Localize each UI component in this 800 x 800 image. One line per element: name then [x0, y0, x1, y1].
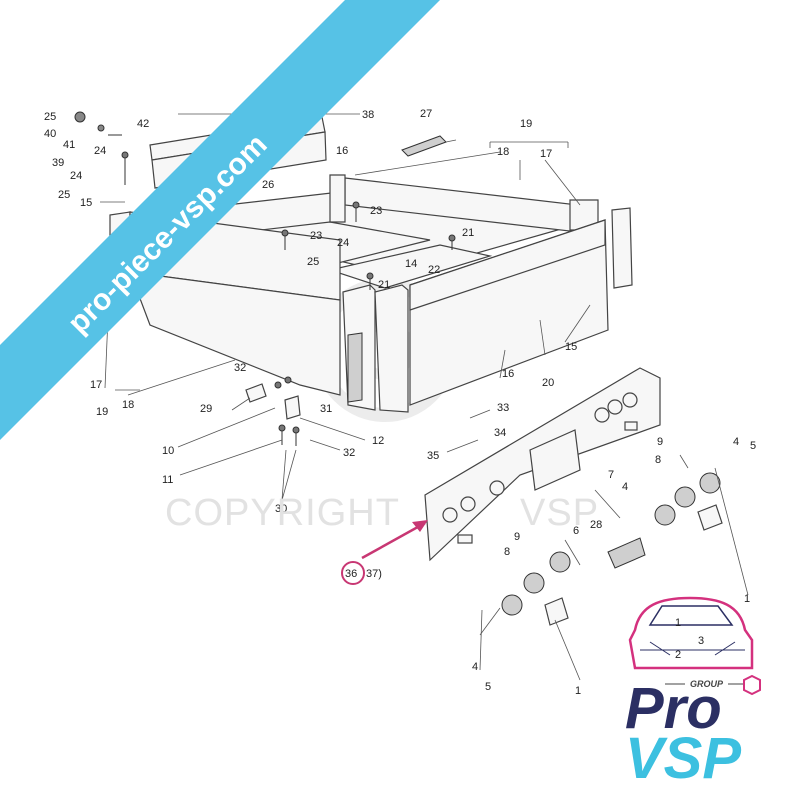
label-25: 25	[44, 111, 56, 123]
label-32: 32	[343, 447, 355, 459]
label-20: 20	[542, 377, 554, 389]
label-10: 10	[162, 445, 174, 457]
label-22: 22	[428, 264, 440, 276]
label-9: 9	[657, 436, 663, 448]
logo-group-text: GROUP	[690, 679, 724, 689]
label-14: 14	[405, 258, 417, 270]
label-24: 24	[337, 237, 349, 249]
label-4: 4	[622, 481, 628, 493]
label-23: 23	[310, 230, 322, 242]
label-16: 16	[336, 145, 348, 157]
copyright-watermark: COPYRIGHT VSP	[165, 492, 599, 534]
label-4: 4	[733, 436, 739, 448]
logo-vsp-text: VSP	[625, 726, 741, 791]
label-23: 23	[370, 205, 382, 217]
label-19: 19	[96, 406, 108, 418]
label-40: 40	[44, 128, 56, 140]
logo-number-2: 2	[675, 649, 681, 661]
label-24: 24	[94, 145, 106, 157]
label-1: 1	[744, 593, 750, 605]
label-38: 38	[362, 109, 374, 121]
label-12: 12	[372, 435, 384, 447]
label-25: 25	[307, 256, 319, 268]
label-11: 11	[162, 474, 173, 486]
part-labels: 25 40 41 42 24 39 24 25 15 38 27 19 18 1…	[44, 108, 756, 697]
label-41: 41	[63, 139, 75, 151]
svg-text:COPYRIGHT: COPYRIGHT	[165, 492, 400, 534]
svg-text:VSP: VSP	[520, 492, 599, 534]
label-17: 17	[540, 148, 552, 160]
label-29: 29	[200, 403, 212, 415]
label-30: 30	[275, 503, 287, 515]
label-17: 17	[90, 379, 102, 391]
label-33: 33	[497, 402, 509, 414]
label-39: 39	[52, 157, 64, 169]
label-21: 21	[462, 227, 474, 239]
label-35: 35	[427, 450, 439, 462]
lower-hardware	[245, 376, 301, 446]
label-7: 7	[608, 469, 614, 481]
highlight-callout: 36 37)	[341, 520, 428, 585]
label-15: 15	[565, 341, 577, 353]
label-31: 31	[320, 403, 332, 415]
label-25: 25	[58, 189, 70, 201]
label-34: 34	[494, 427, 506, 439]
label-24: 24	[70, 170, 82, 182]
label-4: 4	[472, 661, 478, 673]
logo-number-1: 1	[675, 617, 681, 629]
gauge-assemblies	[501, 472, 723, 626]
highlighted-part-suffix: 37)	[366, 568, 382, 580]
dashboard-panel	[424, 367, 661, 562]
label-19: 19	[520, 118, 532, 130]
label-26: 26	[262, 179, 274, 191]
highlighted-part-number: 36	[345, 568, 357, 580]
label-28: 28	[590, 519, 602, 531]
label-21: 21	[378, 279, 390, 291]
logo-pro-text: Pro	[625, 676, 722, 741]
label-18: 18	[122, 399, 134, 411]
bolt-hardware	[74, 111, 456, 290]
label-5: 5	[485, 681, 491, 693]
label-1: 1	[575, 685, 581, 697]
label-6: 6	[573, 525, 579, 537]
logo-number-3: 3	[698, 635, 704, 647]
label-42: 42	[137, 118, 149, 130]
label-32: 32	[234, 362, 246, 374]
label-8: 8	[655, 454, 661, 466]
label-9: 9	[514, 531, 520, 543]
label-18: 18	[497, 146, 509, 158]
label-16: 16	[502, 368, 514, 380]
label-27: 27	[420, 108, 432, 120]
provsp-logo: 1 2 3 GROUP Pro VSP	[625, 596, 761, 791]
label-5: 5	[750, 440, 756, 452]
label-8: 8	[504, 546, 510, 558]
label-15: 15	[80, 197, 92, 209]
hinge-part	[401, 135, 457, 157]
